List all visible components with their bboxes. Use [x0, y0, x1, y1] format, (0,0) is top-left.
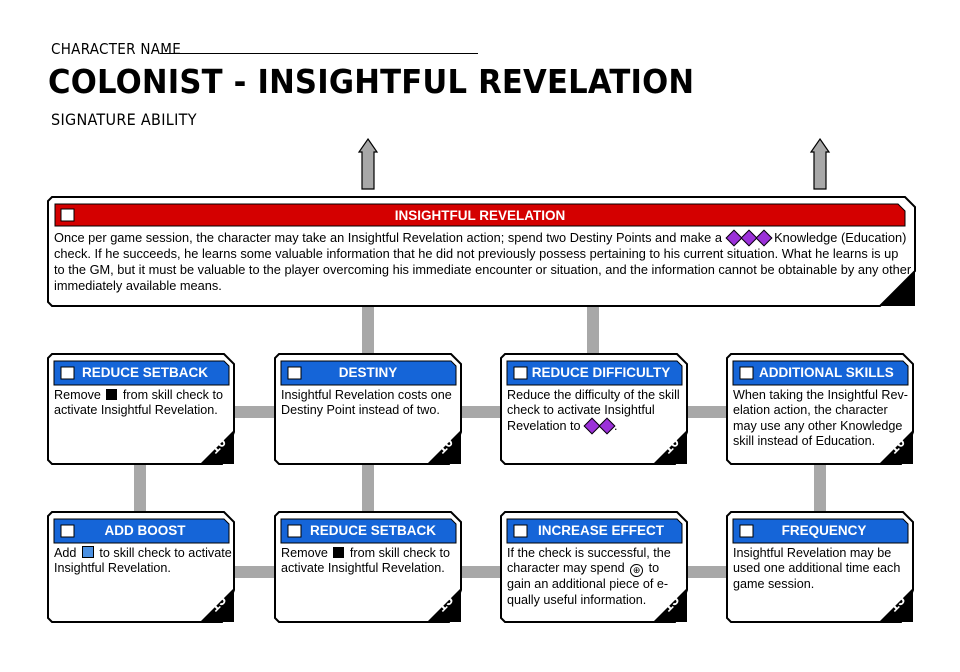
text-post: . — [614, 418, 618, 433]
setback-die-icon — [106, 389, 118, 400]
text-pre: Reduce the difficulty of the skill check… — [507, 388, 680, 433]
main-card-text-2: Knowledge (Education) check. If he succe… — [54, 230, 912, 293]
connector-r2-c2-c3 — [458, 566, 503, 578]
up-arrow-icon — [357, 137, 379, 190]
difficulty-dice-icon — [583, 417, 616, 435]
card-r2-c4-text: Insightful Revelation may be used one ad… — [733, 546, 901, 591]
checkbox-r2-c2[interactable] — [287, 524, 302, 538]
checkbox-r1-c4[interactable] — [739, 366, 754, 380]
card-r1-c3-title: REDUCE DIFFICULTY — [531, 365, 671, 380]
main-card-text-1: Once per game session, the character may… — [54, 230, 722, 245]
card-r1-c2-text: Insightful Revelation costs one Destiny … — [281, 388, 452, 418]
connector-c4-r1-r2 — [814, 464, 826, 514]
connector-main-destiny — [362, 306, 374, 356]
main-card-title: INSIGHTFUL REVELATION — [394, 208, 566, 223]
difficulty-dice-icon — [725, 229, 772, 247]
upgrade-arrows — [357, 137, 831, 190]
card-r2-c2-text: Remove from skill check to activate Insi… — [281, 546, 459, 577]
card-r1-c1-text: Remove from skill check to activate Insi… — [54, 388, 232, 419]
connector-r2-c3-c4 — [686, 566, 729, 578]
connector-r1-c2-c3 — [458, 406, 503, 418]
up-arrow-icon — [809, 137, 831, 190]
text-post: to skill check to activate Insightful Re… — [54, 546, 232, 576]
character-name-field[interactable] — [160, 53, 478, 54]
card-r2-c1-text: Add to skill check to activate Insightfu… — [54, 546, 232, 577]
card-r2-c3-title: INCREASE EFFECT — [537, 523, 664, 538]
main-card — [47, 196, 916, 307]
main-checkbox[interactable] — [60, 208, 75, 222]
setback-die-icon — [333, 547, 345, 558]
checkbox-r2-c1[interactable] — [60, 524, 75, 538]
checkbox-r1-c2[interactable] — [287, 366, 302, 380]
connector-main-reduce-difficulty — [587, 306, 599, 356]
text-post: to gain an additional piece of e-qually … — [507, 561, 669, 607]
text-pre: Remove — [54, 388, 101, 402]
main-card-description: Once per game session, the character may… — [54, 229, 912, 294]
card-r1-c2-title: DESTINY — [338, 365, 398, 380]
character-name-label: CHARACTER NAME — [51, 40, 182, 58]
card-r2-c1-title: ADD BOOST — [104, 523, 186, 538]
card-r2-c2-title: REDUCE SETBACK — [309, 523, 436, 538]
checkbox-r1-c3[interactable] — [513, 366, 528, 380]
text-pre: Add — [54, 546, 77, 560]
card-r1-c4-title: ADDITIONAL SKILLS — [759, 365, 894, 380]
checkbox-r2-c4[interactable] — [739, 524, 754, 538]
text-pre: Remove — [281, 546, 328, 560]
cards-row-1 — [47, 353, 914, 465]
text-post: from skill check to activate Insightful … — [54, 388, 223, 418]
cards-row-2 — [47, 511, 914, 623]
page-title: COLONIST - INSIGHTFUL REVELATION — [48, 62, 695, 101]
card-r1-c1-title: REDUCE SETBACK — [81, 365, 208, 380]
destiny-point-icon: ⊕ — [630, 564, 644, 578]
connectors — [134, 306, 826, 578]
checkbox-r2-c3[interactable] — [513, 524, 528, 538]
card-r2-c4-title: FREQUENCY — [781, 523, 867, 538]
card-r1-c3-text: Reduce the difficulty of the skill check… — [507, 388, 685, 435]
page-subtitle: SIGNATURE ABILITY — [51, 110, 197, 129]
connector-c1-r1-r2 — [134, 464, 146, 514]
connector-r2-c1-c2 — [232, 566, 277, 578]
text-post: from skill check to activate Insightful … — [281, 546, 450, 576]
connector-r1-c3-c4 — [686, 406, 729, 418]
card-r1-c4-text: When taking the Insightful Rev-elation a… — [733, 388, 909, 449]
text-pre: If the check is successful, the characte… — [507, 546, 671, 576]
boost-die-icon — [81, 546, 94, 558]
connector-c2-r1-r2 — [362, 464, 374, 514]
checkbox-r1-c1[interactable] — [60, 366, 75, 380]
card-r2-c3-text: If the check is successful, the characte… — [507, 546, 683, 608]
connector-r1-c1-c2 — [232, 406, 277, 418]
